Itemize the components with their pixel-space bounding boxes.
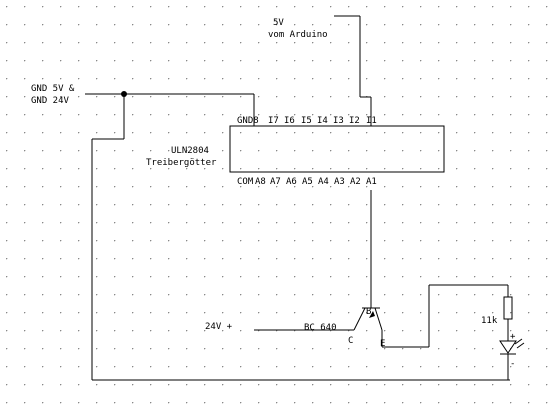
- supply-24v-label: 24V +: [205, 322, 233, 332]
- ic-name: ULN2804: [171, 146, 209, 156]
- gnd-label-2: GND 24V: [31, 96, 70, 106]
- ic-desc: Treibergötter: [146, 158, 217, 168]
- uln2804-ic: [229, 125, 445, 173]
- bc640-transistor: [353, 307, 383, 331]
- supply-label-1: 5V: [273, 18, 284, 28]
- ic-pin-label: GND8: [237, 116, 259, 126]
- resistor-label: 11k: [481, 316, 498, 326]
- light-ray-icon: [514, 338, 523, 345]
- gnd-label-1: GND 5V &: [31, 84, 75, 94]
- ic-pin-label: I6: [284, 116, 295, 126]
- ic-pin-label: A2: [350, 177, 361, 187]
- transistor-collector: [353, 307, 366, 331]
- ic-pins-top: GND8 I7 I6 I5 I4 I3 I2 I1: [237, 116, 377, 126]
- pin-e-label: E: [380, 339, 385, 349]
- ic-pin-label: COM: [237, 177, 254, 187]
- ic-pin-label: I1: [366, 116, 377, 126]
- led-minus-label: -: [510, 359, 515, 369]
- ic-pin-label: A1: [366, 177, 377, 187]
- ic-pin-label: A4: [318, 177, 329, 187]
- ic-pin-label: A7: [270, 177, 281, 187]
- ic-pin-label: I5: [301, 116, 312, 126]
- led-plus-label: +: [510, 332, 516, 342]
- light-ray-icon: [516, 342, 525, 349]
- ic-pin-label: I2: [349, 116, 360, 126]
- led-triangle: [499, 340, 517, 354]
- ic-pin-label: A6: [286, 177, 297, 187]
- ic-pins-bottom: COM A8 A7 A6 A5 A4 A3 A2 A1: [237, 177, 377, 187]
- pin-c-label: C: [348, 336, 353, 346]
- supply-label-2: vom Arduino: [268, 30, 328, 40]
- pin-b-label: B: [366, 307, 371, 317]
- ic-pin-label: I4: [317, 116, 328, 126]
- ic-pin-label: A3: [334, 177, 345, 187]
- emitter-arrow-icon: [369, 311, 375, 318]
- ic-pin-label: A5: [302, 177, 313, 187]
- ic-pin-label: I7: [268, 116, 279, 126]
- ic-pin-label: I3: [333, 116, 344, 126]
- transistor-label: BC 640: [304, 323, 337, 333]
- transistor-emitter: [374, 307, 383, 331]
- ic-pin-label: A8: [255, 177, 266, 187]
